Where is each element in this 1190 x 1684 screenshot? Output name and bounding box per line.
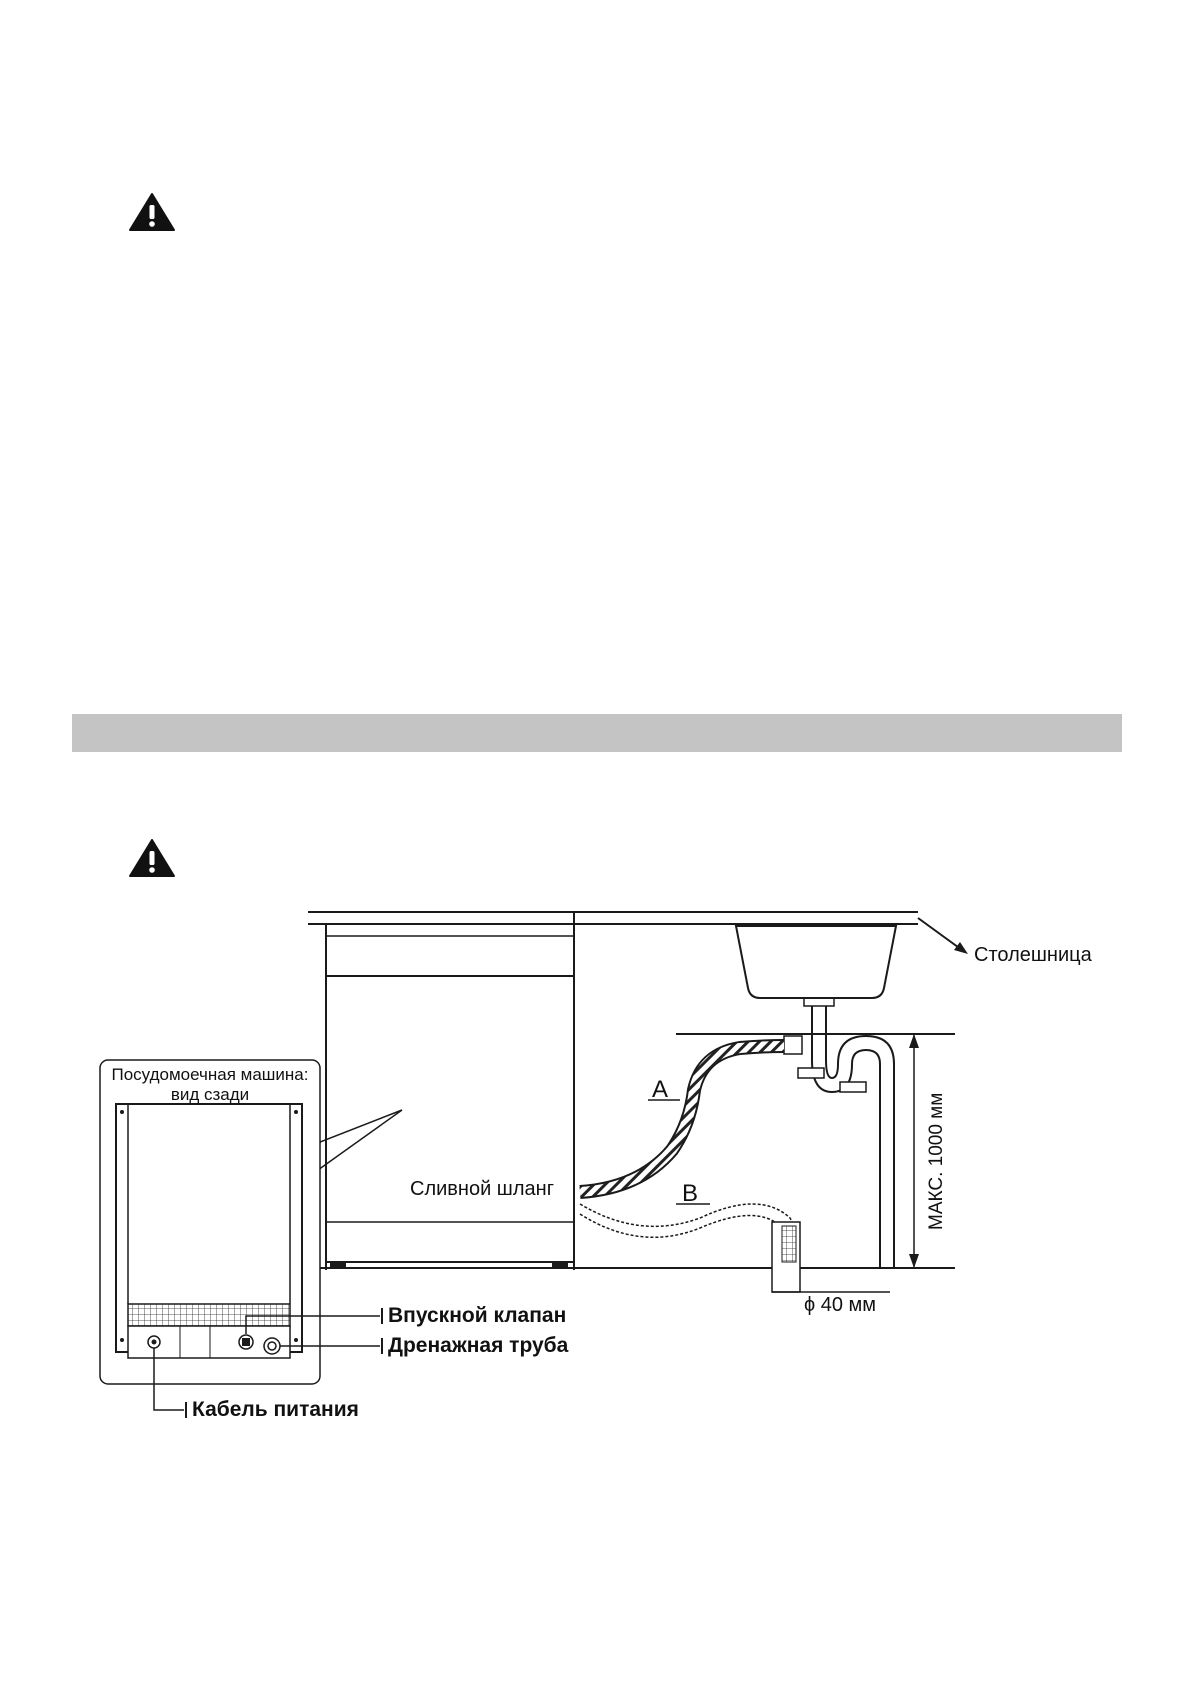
- max-height-label: МАКС. 1000 мм: [926, 1092, 947, 1230]
- section-header-bar: [72, 714, 1122, 752]
- rear-view-leader-lines: [153, 1308, 383, 1418]
- drain-pipe-label: Дренажная труба: [388, 1334, 569, 1357]
- max-height-dimension: [909, 1034, 919, 1268]
- drain-pipe-siphon: [676, 1006, 955, 1268]
- position-b-label: B: [682, 1180, 699, 1207]
- standpipe-40mm: [771, 1221, 890, 1293]
- drain-hose-label: Сливной шланг: [410, 1178, 554, 1200]
- warning-triangle-icon: [129, 839, 175, 877]
- countertop-label: Столешница: [974, 944, 1092, 966]
- rear-view-title: Посудомоечная машина:: [111, 1065, 309, 1084]
- drain-hose-position-b: [579, 1203, 797, 1238]
- countertop-pointer: [917, 917, 968, 954]
- position-a-label: A: [652, 1076, 669, 1103]
- warning-triangle-icon: [129, 193, 175, 231]
- rear-view-subtitle: вид сзади: [170, 1085, 250, 1104]
- power-cable-label: Кабель питания: [192, 1398, 359, 1421]
- drain-hose-position-a: [579, 1039, 785, 1199]
- inlet-valve-label: Впускной клапан: [388, 1304, 567, 1327]
- sink-bowl: [734, 925, 898, 1007]
- countertop: [308, 911, 918, 1270]
- diameter-label: ϕ 40 мм: [804, 1294, 877, 1316]
- dishwasher-side-view: [326, 935, 574, 1268]
- rear-view-callout: [315, 1109, 403, 1179]
- rear-view-panel: [99, 1059, 321, 1385]
